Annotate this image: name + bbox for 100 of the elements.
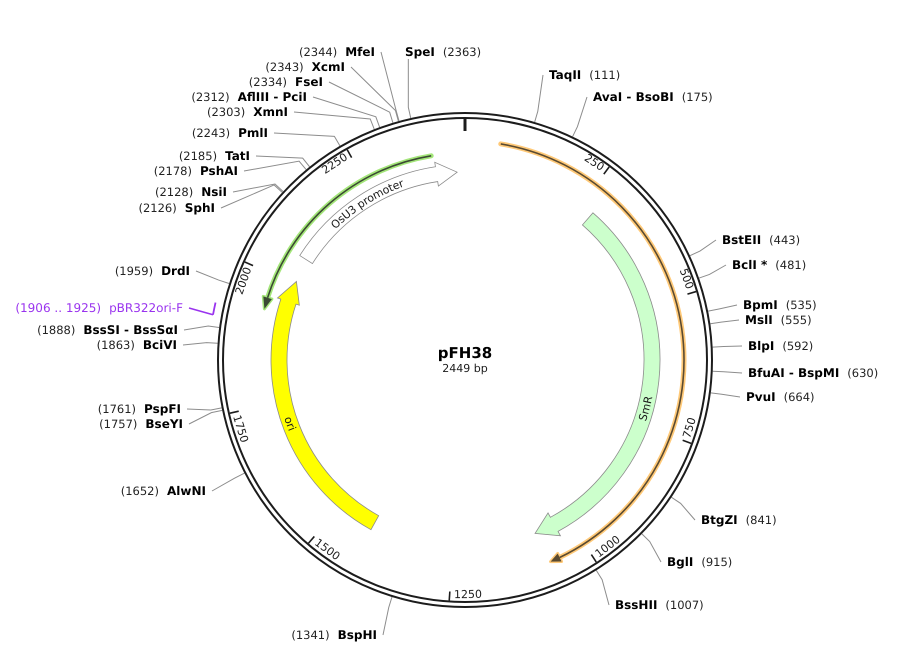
site-position: (443) <box>769 233 800 247</box>
leader-line <box>641 533 662 562</box>
leader-line <box>710 320 740 324</box>
enzyme-name: SphI <box>184 201 215 215</box>
leader-line <box>244 160 307 172</box>
site-position: (2185) <box>178 149 218 163</box>
primer-name: pBR322ori-F <box>109 301 183 315</box>
enzyme-name: BspHI <box>338 628 377 642</box>
enzyme-name: PspFI <box>144 402 181 416</box>
tick-label: 750 <box>681 416 699 440</box>
enzyme-name: XmnI <box>253 105 288 119</box>
leader-line <box>182 342 218 346</box>
site-position: (2126) <box>138 201 177 215</box>
enzyme-name: BstEII <box>722 233 762 247</box>
site-position: (535) <box>786 298 817 312</box>
enzyme-name: SpeI <box>405 45 435 59</box>
site-position: (2312) <box>191 90 230 104</box>
site-position: (555) <box>780 313 812 327</box>
plasmid-length: 2449 bp <box>442 362 488 375</box>
enzyme-name: BssSI - BssSαI <box>83 323 178 337</box>
enzyme-name: PvuI <box>746 390 776 404</box>
leader-line <box>212 472 245 492</box>
enzyme-name: BpmI <box>743 298 778 312</box>
leader-line <box>408 58 412 118</box>
enzyme-name: TaqII <box>549 68 582 82</box>
primer-mark <box>212 302 216 315</box>
leader-line <box>232 183 284 192</box>
leader-line <box>689 240 716 256</box>
leader-line <box>184 326 220 330</box>
plasmid-name: pFH38 <box>438 345 492 362</box>
enzyme-name: AflIII - PciI <box>238 90 307 104</box>
site-position: (1888) <box>37 323 76 337</box>
enzyme-name: PmlI <box>238 126 268 140</box>
leader-line <box>712 370 742 374</box>
leader-line <box>220 184 283 208</box>
leader-line <box>188 307 214 316</box>
site-position: (2363) <box>442 45 482 59</box>
tick-label: 500 <box>676 268 695 292</box>
tick-label: 1250 <box>454 588 482 602</box>
site-position: (2303) <box>206 105 246 119</box>
leader-line <box>572 96 588 138</box>
enzyme-name: FseI <box>295 75 323 89</box>
site-position: (1341) <box>291 628 330 642</box>
enzyme-name: BclI * <box>732 258 768 272</box>
feature-label: ori <box>282 414 299 433</box>
leader-line <box>274 132 340 146</box>
site-position: (630) <box>847 366 878 380</box>
enzyme-name: AlwNI <box>167 484 206 498</box>
leader-line <box>382 596 392 636</box>
gene-arrow <box>534 212 660 536</box>
enzyme-name: BssHII <box>615 598 658 612</box>
site-position: (1757) <box>99 417 138 431</box>
leader-line <box>380 52 400 122</box>
leader-line <box>712 346 742 348</box>
site-position: (2334) <box>248 75 288 89</box>
tick-label: 2000 <box>233 266 254 296</box>
tick-label: 1750 <box>230 414 250 444</box>
enzyme-name: BtgZI <box>701 513 738 527</box>
leader-line <box>196 270 230 284</box>
site-position: (1007) <box>665 598 704 612</box>
site-position: (2178) <box>154 164 192 178</box>
leader-line <box>708 304 738 312</box>
leader-line <box>256 156 310 168</box>
leader-line <box>312 96 380 128</box>
leader-line <box>698 264 726 279</box>
enzyme-name: BciVI <box>142 338 177 352</box>
site-position: (841) <box>746 513 777 527</box>
enzyme-name: MslI <box>745 313 773 327</box>
enzyme-name: PshAI <box>200 164 238 178</box>
leader-line <box>710 392 740 398</box>
site-position: (664) <box>784 390 815 404</box>
site-position: (2243) <box>192 126 230 140</box>
enzyme-name: XcmI <box>312 60 345 74</box>
leader-line <box>671 496 696 520</box>
leader-line <box>294 112 375 130</box>
site-position: (2128) <box>154 185 194 199</box>
site-position: (175) <box>682 90 713 104</box>
site-position: (1761) <box>98 402 136 416</box>
primer-position: (1906 .. 1925) <box>15 301 102 315</box>
leader-line <box>328 82 394 124</box>
enzyme-name: BfuAI - BspMI <box>748 366 840 380</box>
site-position: (111) <box>589 68 620 82</box>
tick-label: 250 <box>582 152 606 174</box>
enzyme-name: MfeI <box>345 45 375 59</box>
site-position: (1959) <box>114 264 154 278</box>
enzyme-name: BlpI <box>748 339 774 353</box>
site-position: (2343) <box>265 60 304 74</box>
leader-line <box>186 407 222 411</box>
origin-arrow <box>270 281 380 530</box>
site-position: (2344) <box>298 45 338 59</box>
site-position: (1863) <box>96 338 135 352</box>
enzyme-name: NsiI <box>201 185 227 199</box>
site-position: (1652) <box>120 484 159 498</box>
leader-line <box>188 410 223 424</box>
enzyme-name: AvaI - BsoBI <box>593 90 674 104</box>
leader-line <box>596 570 610 606</box>
enzyme-name: BglI <box>667 555 694 569</box>
enzyme-name: BseYI <box>145 417 183 431</box>
site-position: (592) <box>782 339 814 353</box>
leader-line <box>350 66 399 122</box>
